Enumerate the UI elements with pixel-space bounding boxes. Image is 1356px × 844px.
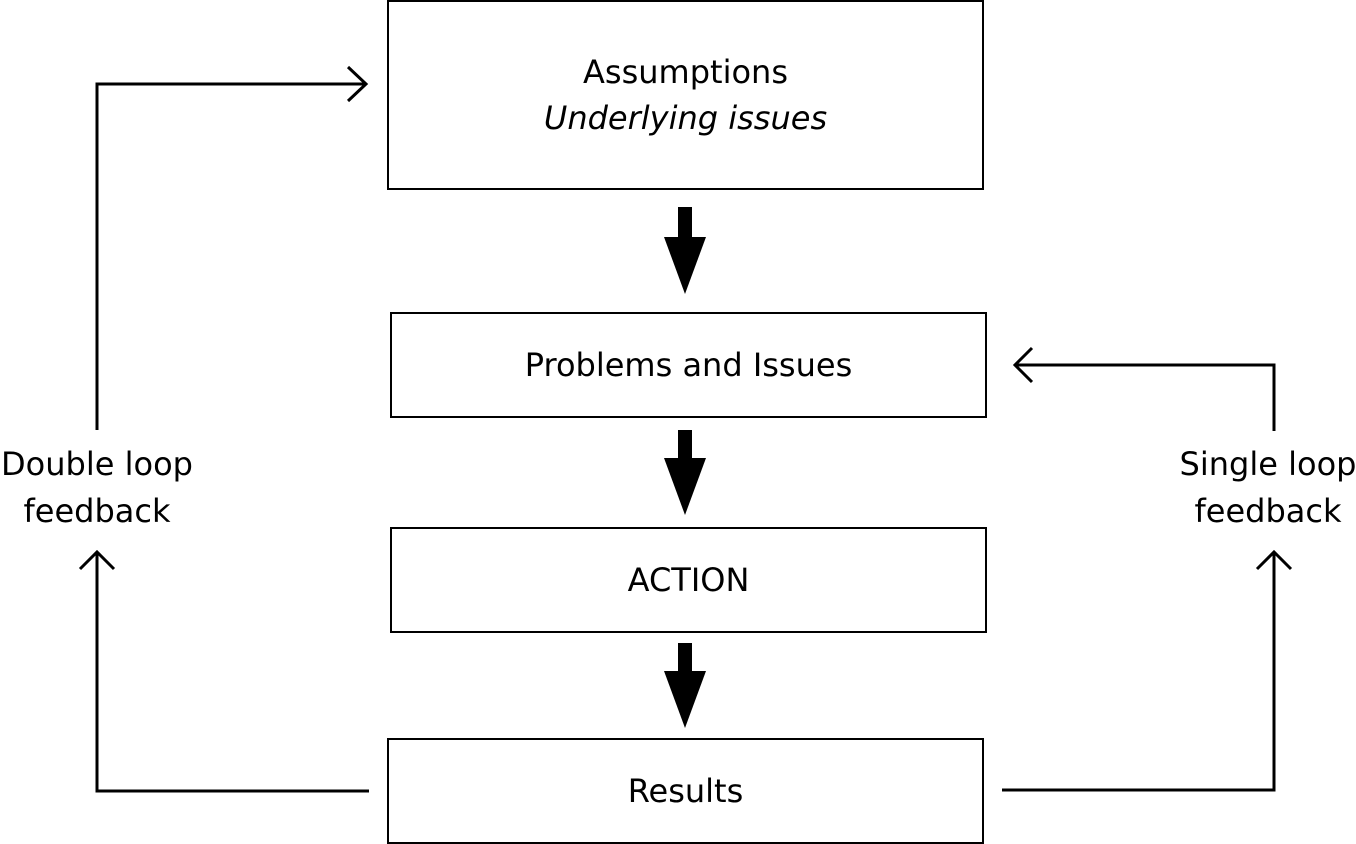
double-loop-lower-line (95, 553, 369, 793)
results-title: Results (627, 772, 744, 810)
assumptions-subtitle: Underlying issues (543, 99, 828, 137)
assumptions-title: Assumptions (583, 53, 788, 91)
double-loop-path (78, 65, 369, 793)
arrow-assumptions-to-problems (664, 207, 706, 294)
double-loop-upper-line (95, 82, 366, 430)
single-loop-label-line1: Single loop (1179, 445, 1356, 483)
double-loop-right-arrowhead (346, 65, 369, 103)
single-loop-path (1002, 346, 1293, 792)
single-loop-left-arrowhead (1012, 346, 1034, 384)
arrow-problems-to-action (664, 430, 706, 515)
action-box: ACTION (390, 527, 987, 633)
double-loop-label-line1: Double loop (1, 445, 193, 483)
double-loop-label-line2: feedback (23, 492, 171, 530)
single-loop-lower-line (1002, 553, 1276, 792)
problems-title: Problems and Issues (524, 346, 853, 384)
problems-box: Problems and Issues (390, 312, 987, 418)
single-loop-label-line2: feedback (1194, 492, 1342, 530)
arrow-action-to-results (664, 643, 706, 728)
single-loop-up-arrowhead (1255, 549, 1293, 571)
single-loop-label: Single loop feedback (1168, 441, 1356, 535)
results-box: Results (387, 738, 984, 844)
single-loop-upper-line (1015, 363, 1276, 431)
double-loop-up-arrowhead (78, 549, 116, 571)
action-title: ACTION (627, 561, 750, 599)
assumptions-box: Assumptions Underlying issues (387, 0, 984, 190)
double-loop-label: Double loop feedback (0, 441, 202, 535)
